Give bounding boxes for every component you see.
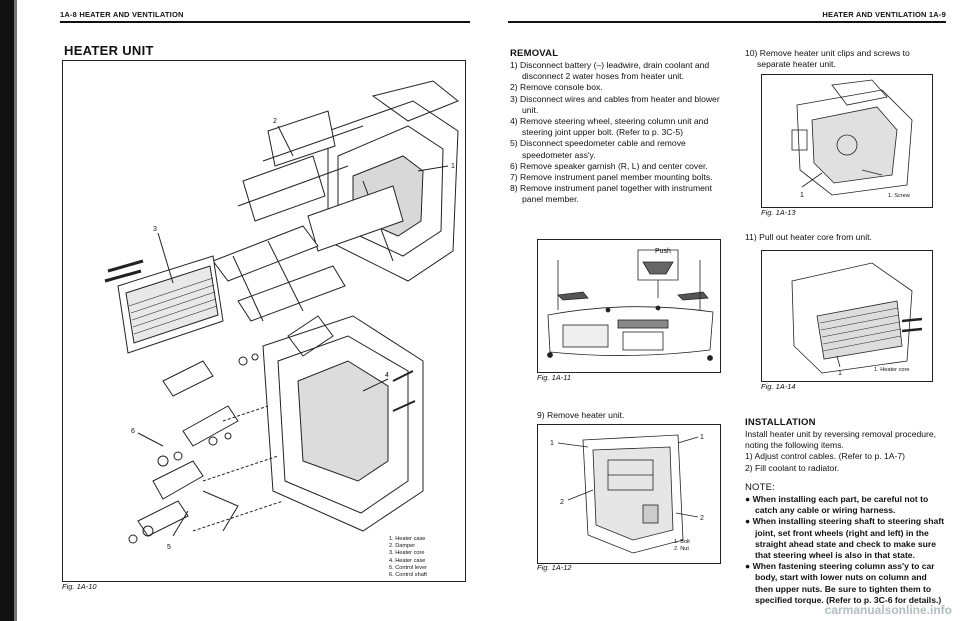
note-list: ● When installing each part, be careful … <box>745 494 945 606</box>
step-item: 5) Disconnect speedometer cable and remo… <box>510 138 686 160</box>
callout-1: 1 <box>800 192 804 199</box>
unit-screws-drawing: 1 <box>791 79 913 199</box>
callout-6: 6 <box>131 428 135 435</box>
legend-item: 2. Damper <box>389 543 416 550</box>
legend-item: 1. Heater case <box>389 536 426 542</box>
step-9: 9) Remove heater unit. <box>537 410 625 420</box>
fig14-caption: Fig. 1A-14 <box>761 382 796 391</box>
fig11-caption: Fig. 1A-11 <box>537 373 572 382</box>
legend-item: 4. Heater case <box>389 557 426 564</box>
heater-core-drawing: 1 <box>791 262 923 377</box>
fig10-legend: 1. Heater case 2. Damper 3. Heater core … <box>389 536 427 579</box>
note-item: ● When installing each part, be careful … <box>745 494 929 516</box>
removal-heading: REMOVAL <box>510 48 559 59</box>
binding-spine-edge <box>14 0 17 621</box>
callout-3: 3 <box>153 226 157 233</box>
callout-2: 2 <box>273 118 277 125</box>
binding-spine <box>0 0 14 621</box>
step-item: 2) Remove console box. <box>510 82 603 93</box>
figure-instrument-panel: Push <box>537 239 721 373</box>
callout-1-right: 1 <box>700 434 704 441</box>
figure-heater-unit-mount: 1 1 2 2 1. Bolt 2. Nut <box>537 424 721 564</box>
page-title: HEATER UNIT <box>64 43 154 58</box>
note-item: ● When fastening steering column ass'y t… <box>745 561 942 605</box>
installation-item: 2) Fill coolant to radiator. <box>745 462 840 473</box>
page-header-left: 1A-8 HEATER AND VENTILATION <box>60 10 184 19</box>
callout-4: 4 <box>385 372 389 379</box>
legend-item: 3. Heater core <box>389 550 425 557</box>
callout-1: 1 <box>838 370 842 377</box>
page-header-right: HEATER AND VENTILATION 1A-9 <box>822 10 946 19</box>
fig14-legend: 1. Heater core <box>874 367 910 373</box>
step-item: 6) Remove speaker garnish (R, L) and cen… <box>510 160 708 171</box>
legend-item: 5. Control lever <box>389 564 427 571</box>
heater-unit-mount-drawing: 1 1 2 2 <box>550 434 704 554</box>
fig13-caption: Fig. 1A-13 <box>761 208 796 217</box>
step-10-block: 10) Remove heater unit clips and screws … <box>745 48 945 70</box>
installation-heading: INSTALLATION <box>745 417 816 428</box>
step-10: 10) Remove heater unit clips and screws … <box>745 48 910 70</box>
removal-steps: 1) Disconnect battery (–) leadwire, drai… <box>510 60 728 206</box>
push-label: Push <box>655 248 671 255</box>
step-item: 7) Remove instrument panel member mounti… <box>510 172 713 183</box>
callout-5: 5 <box>167 544 171 551</box>
step-item: 4) Remove steering wheel, steering colum… <box>510 116 709 138</box>
callout-1-left: 1 <box>550 440 554 447</box>
installation-text: Install heater unit by reversing removal… <box>745 429 937 451</box>
figure-heater-core: 1 1. Heater core <box>761 250 933 382</box>
installation-item: 1) Adjust control cables. (Refer to p. 1… <box>745 451 906 462</box>
note-heading: NOTE: <box>745 482 776 493</box>
callout-1: 1 <box>451 163 455 170</box>
step-item: 8) Remove instrument panel together with… <box>510 183 713 205</box>
step-item: 3) Disconnect wires and cables from heat… <box>510 93 720 115</box>
callout-2-right: 2 <box>700 515 704 522</box>
instrument-panel-drawing: Push <box>547 248 714 361</box>
installation-block: Install heater unit by reversing removal… <box>745 429 945 474</box>
header-rule-right <box>508 21 946 23</box>
watermark: carmanualsonline.info <box>824 603 952 617</box>
legend-item: 1. Bolt <box>674 539 690 545</box>
fig13-legend: 1. Screw <box>888 193 910 199</box>
callout-2-left: 2 <box>560 499 564 506</box>
step-11: 11) Pull out heater core from unit. <box>745 232 872 242</box>
legend-item: 2. Nut <box>674 546 689 553</box>
note-item: ● When installing steering shaft to stee… <box>745 516 945 561</box>
figure-unit-screws: 1 1. Screw <box>761 74 933 208</box>
header-rule-left <box>60 21 470 23</box>
fig12-legend: 1. Bolt 2. Nut <box>674 539 690 553</box>
figure-exploded-heater: 2 1 3 4 5 6 1. Heater case 2. Damper 3. … <box>62 60 466 582</box>
fig12-caption: Fig. 1A-12 <box>537 563 572 572</box>
step-item: 1) Disconnect battery (–) leadwire, drai… <box>510 60 710 82</box>
exploded-heater-drawing: 2 1 3 4 5 6 <box>104 80 459 551</box>
legend-item: 6. Control shaft <box>389 572 427 579</box>
fig10-caption: Fig. 1A-10 <box>62 582 97 591</box>
